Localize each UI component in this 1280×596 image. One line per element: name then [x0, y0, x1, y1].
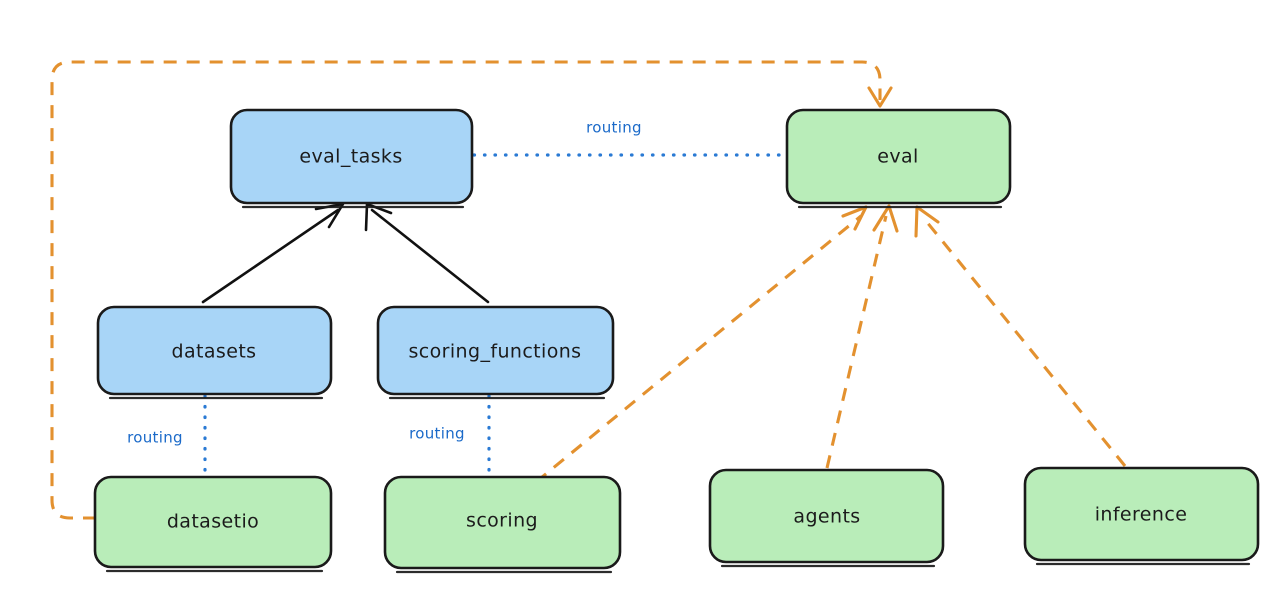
node-scoring-label: scoring	[466, 510, 538, 532]
node-datasetio-shape[interactable]	[93, 475, 333, 569]
node-eval-tasks[interactable]: eval_tasks	[229, 108, 474, 209]
node-group: eval_tasks eval datasets scoring_functio…	[93, 108, 1260, 574]
node-datasets-label: datasets	[172, 341, 257, 363]
node-agents-label: agents	[793, 506, 860, 528]
edge-agents-eval	[825, 204, 899, 469]
node-scoring-functions-label: scoring_functions	[409, 341, 582, 363]
node-eval[interactable]: eval	[785, 108, 1012, 209]
edge-group-routing: routing routing routing	[127, 119, 788, 477]
node-scoring-functions[interactable]: scoring_functions	[376, 305, 615, 400]
edge-label-routing-datasetio: routing	[127, 429, 183, 447]
edge-scoring_functions-eval_tasks	[364, 202, 490, 304]
node-inference-label: inference	[1095, 504, 1188, 526]
node-eval-label: eval	[877, 146, 918, 168]
edge-label-routing-scoring: routing	[409, 425, 465, 443]
node-inference-shape[interactable]	[1023, 466, 1260, 562]
edge-inference-eval	[914, 205, 1127, 467]
node-datasets[interactable]: datasets	[96, 305, 333, 400]
edge-datasets-datasetio: routing	[127, 394, 207, 477]
edge-scoring_functions-scoring: routing	[409, 394, 491, 477]
node-eval-tasks-label: eval_tasks	[299, 146, 402, 168]
node-eval-tasks-shape[interactable]	[229, 108, 474, 205]
edge-group-solid	[201, 202, 490, 304]
node-inference[interactable]: inference	[1023, 466, 1260, 566]
node-scoring-functions-shape[interactable]	[376, 305, 615, 396]
node-datasetio-label: datasetio	[167, 511, 259, 533]
node-eval-shape[interactable]	[785, 108, 1012, 205]
node-scoring-shape[interactable]	[383, 475, 622, 570]
edge-label-routing-eval: routing	[586, 119, 642, 137]
edge-eval_tasks-eval: routing	[472, 119, 788, 157]
node-datasetio[interactable]: datasetio	[93, 475, 333, 573]
node-agents[interactable]: agents	[708, 468, 945, 568]
edge-datasets-eval_tasks	[201, 202, 345, 304]
node-agents-shape[interactable]	[708, 468, 945, 564]
node-datasets-shape[interactable]	[96, 305, 333, 396]
node-scoring[interactable]: scoring	[383, 475, 622, 574]
edge-datasetio-eval	[50, 60, 893, 520]
